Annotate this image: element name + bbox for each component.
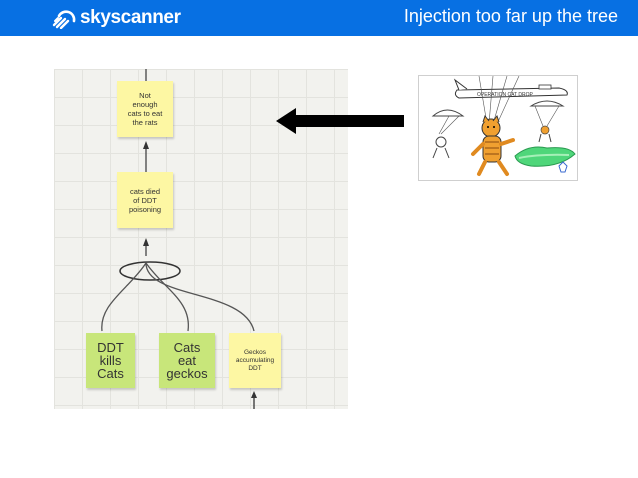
sticky-text: Cats eat geckos <box>166 340 208 381</box>
island-icon <box>514 146 576 167</box>
slide-title: Injection too far up the tree <box>403 6 618 26</box>
left-arrow-icon <box>276 106 406 141</box>
sticky-text: DDT kills Cats <box>97 340 124 381</box>
sticky-cats-died[interactable]: cats died of DDT poisoning <box>117 172 173 228</box>
plane-text: OPERATION CAT DROP <box>477 92 534 98</box>
parachute-icon <box>529 100 565 143</box>
arrowhead-icon <box>143 238 149 246</box>
sticky-geckos-accumulating[interactable]: Geckos accumulating DDT <box>229 333 281 388</box>
sticky-text: cats died of DDT poisoning <box>128 186 162 214</box>
sticky-not-enough-cats[interactable]: Not enough cats to eat the rats <box>117 81 173 137</box>
sticky-ddt-kills-cats[interactable]: DDT kills Cats <box>86 333 135 388</box>
connector-lines <box>101 69 257 409</box>
cat-icon <box>471 114 515 176</box>
skyscanner-logo: skyscanner <box>50 6 181 30</box>
arrowhead-icon <box>251 391 257 398</box>
sticky-cats-eat-geckos[interactable]: Cats eat geckos <box>159 333 215 388</box>
logo-text: skyscanner <box>80 7 181 28</box>
sticky-text: Geckos accumulating DDT <box>235 348 275 372</box>
header-bar: skyscanner Injection too far up the tree <box>0 0 638 36</box>
parachute-icon <box>431 109 465 159</box>
skyscanner-sun-icon <box>52 10 76 29</box>
cat-drop-illustration: OPERATION CAT DROP <box>418 75 578 181</box>
and-junction-ellipse <box>119 261 181 281</box>
arrowhead-icon <box>143 141 149 149</box>
sticky-text: Not enough cats to eat the rats <box>127 91 163 127</box>
